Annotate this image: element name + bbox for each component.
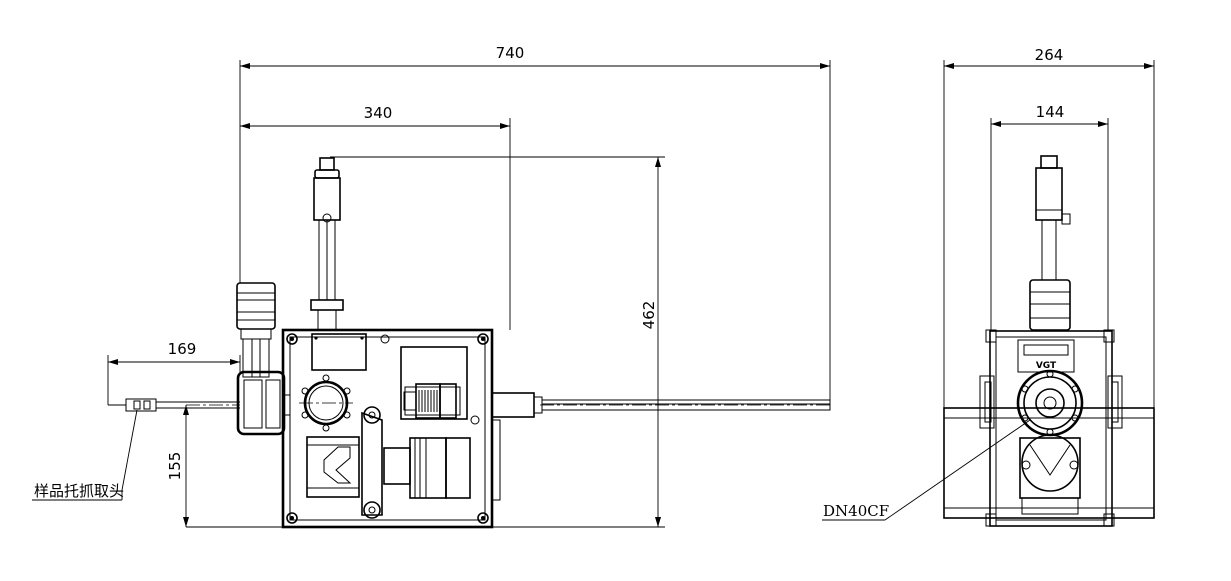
- labels: 样品托抓取头 DN40CF: [32, 409, 1031, 521]
- gate-valve-left: [236, 282, 291, 436]
- vertical-actuator: [310, 157, 344, 331]
- sample-rod: [108, 398, 240, 412]
- label-sample-gripper: 样品托抓取头: [34, 482, 124, 500]
- label-flange: DN40CF: [823, 502, 889, 520]
- transfer-rod: [491, 392, 831, 501]
- dim-side-inner-width: 144: [1036, 103, 1065, 121]
- logo-text: VGT: [1036, 361, 1057, 371]
- side-view: VGT: [943, 155, 1155, 527]
- dim-flange-offset: 340: [364, 104, 393, 122]
- dim-axis-height: 155: [166, 452, 184, 481]
- dimensions: 740 340 462 169 155 264 144: [107, 44, 1155, 528]
- bellows: [418, 390, 438, 412]
- dim-total-length: 740: [496, 44, 525, 62]
- dim-extension: 169: [168, 340, 197, 358]
- dim-height: 462: [640, 301, 658, 330]
- front-view: [108, 157, 831, 529]
- main-body: [281, 328, 494, 529]
- dim-side-width: 264: [1035, 46, 1064, 64]
